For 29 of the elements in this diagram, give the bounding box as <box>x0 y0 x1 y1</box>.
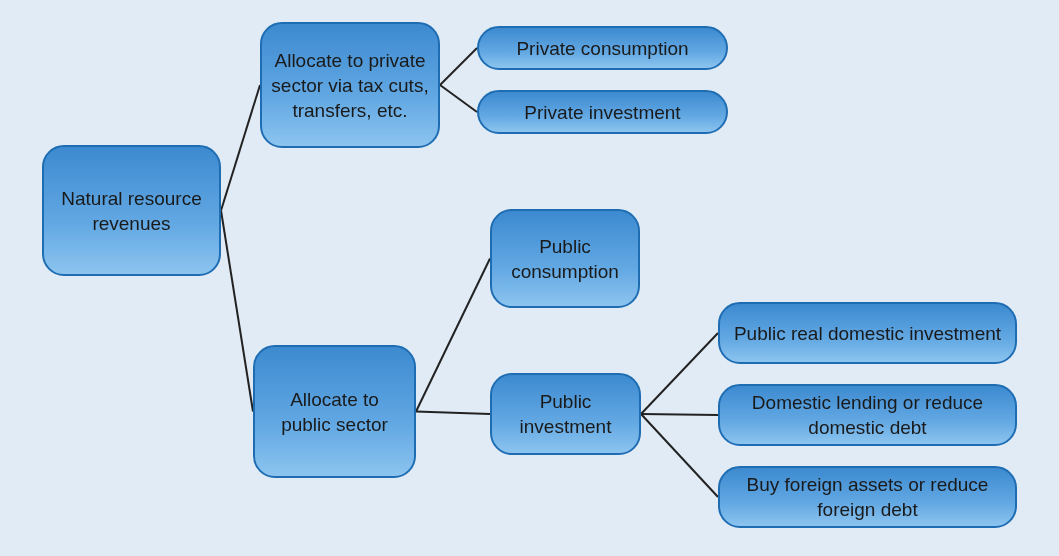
connector-line <box>415 410 491 415</box>
connector-line <box>220 84 261 212</box>
connector-line <box>640 413 719 498</box>
box-text: Public consumption <box>510 234 620 284</box>
box-text: Allocate to public sector <box>280 387 389 437</box>
connector-line <box>439 84 478 113</box>
box-text: Public investment <box>518 390 613 439</box>
connector-line <box>439 47 478 86</box>
process-box <box>253 345 416 478</box>
process-box <box>718 466 1017 528</box>
connector-line <box>415 257 491 413</box>
process-box <box>477 90 728 134</box>
box-text: Private investment <box>523 100 682 125</box>
box-text: Domestic lending or reduce domestic debt <box>750 391 985 440</box>
process-box <box>477 26 728 70</box>
process-box <box>490 373 641 455</box>
connector-line <box>640 332 719 415</box>
process-box <box>718 384 1017 446</box>
box-text: Natural resource revenues <box>60 186 203 236</box>
process-box <box>490 209 640 308</box>
connector-line <box>220 209 254 413</box>
process-box <box>42 145 221 276</box>
box-text: Allocate to private sector via tax cuts, transfers, etc. <box>270 48 430 123</box>
box-text: Buy foreign assets or reduce foreign debt <box>745 473 990 522</box>
connector-line <box>640 413 719 416</box>
process-box <box>718 302 1017 364</box>
process-box <box>260 22 440 148</box>
box-text: Public real domestic investment <box>732 321 1003 346</box>
box-text: Private consumption <box>515 36 690 61</box>
